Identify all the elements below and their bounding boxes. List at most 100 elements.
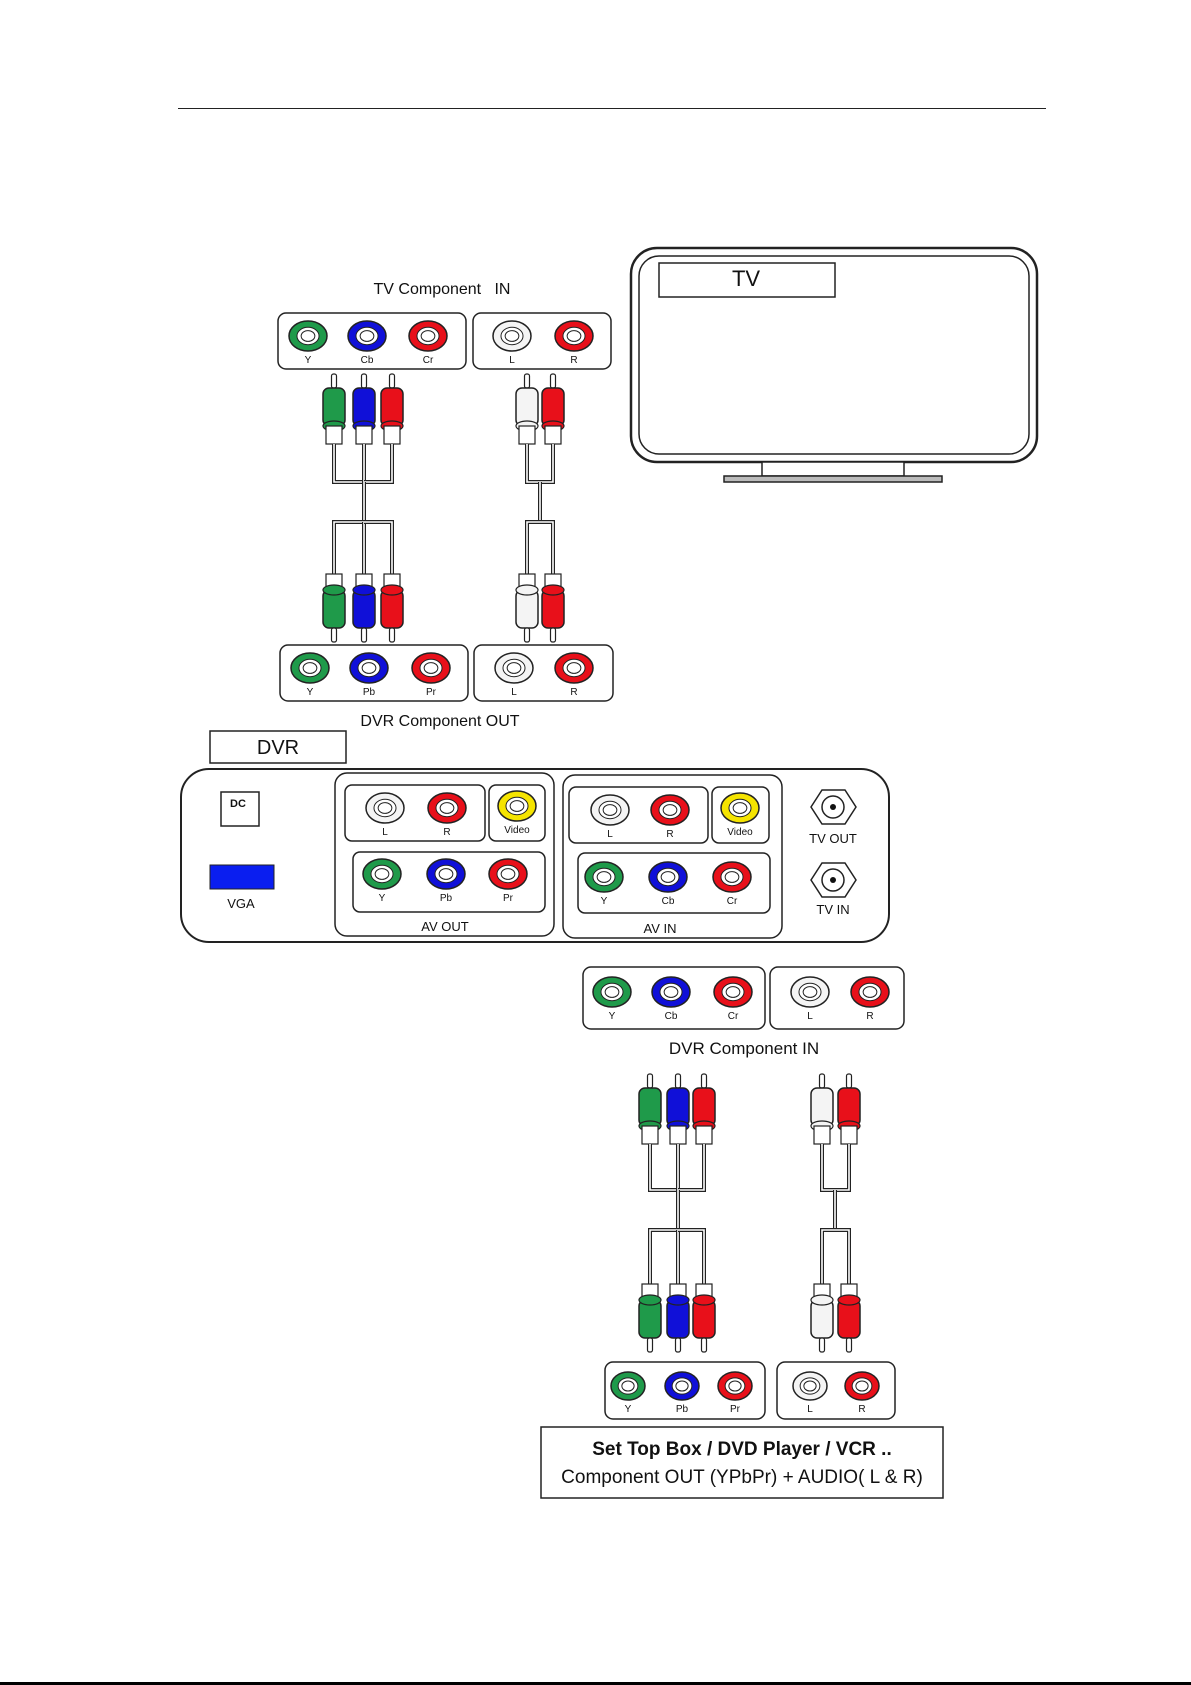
- dvr-in-cr-jack-label: Cr: [728, 1011, 739, 1022]
- dvr-out-pb-jack[interactable]: [350, 653, 388, 683]
- av-in-audio-l-jack[interactable]: [591, 795, 629, 825]
- dvr-in-audio-r-jack-label: R: [866, 1011, 873, 1022]
- video2-top-0-plug: [639, 1074, 661, 1144]
- av-out-y-jack-label: Y: [379, 893, 386, 904]
- audio2-bottom-1-plug: [838, 1284, 860, 1352]
- component-cable-set-1: [323, 374, 564, 642]
- source-device-title: Set Top Box / DVD Player / VCR ..: [592, 1439, 892, 1460]
- vga-port[interactable]: [210, 865, 274, 889]
- source-audio-l-jack[interactable]: [793, 1372, 827, 1400]
- audio1-bottom-1-plug: [542, 574, 564, 642]
- av-out-audio-l-jack[interactable]: [366, 793, 404, 823]
- dvr-component-in-panel: Y Cb Cr L R: [583, 967, 904, 1029]
- component-cable-set-2: [639, 1074, 860, 1352]
- av-out-video-jack-label: Video: [504, 825, 530, 836]
- video1-top-0-plug: [323, 374, 345, 444]
- vga-label: VGA: [227, 896, 255, 911]
- tv-stand-neck: [762, 462, 904, 476]
- source-y-jack[interactable]: [611, 1372, 645, 1400]
- tv-in-cr-jack-label: Cr: [423, 355, 434, 366]
- tv-label: TV: [732, 266, 760, 291]
- dvr-component-out-label: DVR Component OUT: [360, 713, 519, 730]
- tv-in-audio-l-jack-label: L: [509, 355, 515, 366]
- tv-in-cb-jack[interactable]: [348, 321, 386, 351]
- source-pr-jack[interactable]: [718, 1372, 752, 1400]
- av-in-cb-jack-label: Cb: [662, 896, 675, 907]
- av-out-audio-l-jack-label: L: [382, 827, 388, 838]
- dvr-in-audio-r-jack[interactable]: [851, 977, 889, 1007]
- tv-component-in-label: TV Component IN: [374, 281, 511, 298]
- audio1-top-0-plug: [516, 374, 538, 444]
- av-out-audio-r-jack[interactable]: [428, 793, 466, 823]
- dvr-in-audio-l-jack[interactable]: [791, 977, 829, 1007]
- source-audio-l-jack-label: L: [807, 1404, 813, 1415]
- dvr-in-cb-jack-label: Cb: [665, 1011, 678, 1022]
- video2-bottom-2-plug: [693, 1284, 715, 1352]
- dvr-out-pr-jack-label: Pr: [426, 687, 437, 698]
- video2-bottom-1-plug: [667, 1284, 689, 1352]
- dvr-in-cr-jack[interactable]: [714, 977, 752, 1007]
- dvr-out-y-jack[interactable]: [291, 653, 329, 683]
- video2-top-1-plug: [667, 1074, 689, 1144]
- dvr-out-audio-l-jack-label: L: [511, 687, 517, 698]
- dvr-in-y-jack[interactable]: [593, 977, 631, 1007]
- av-out-y-jack[interactable]: [363, 859, 401, 889]
- source-audio-r-jack-label: R: [858, 1404, 865, 1415]
- av-out-label: AV OUT: [421, 919, 468, 934]
- dvr-in-cb-jack[interactable]: [652, 977, 690, 1007]
- audio1-bottom-0-plug: [516, 574, 538, 642]
- tv-in-y-jack[interactable]: [289, 321, 327, 351]
- dvr-out-audio-r-jack[interactable]: [555, 653, 593, 683]
- av-out-video-jack[interactable]: [498, 791, 536, 821]
- source-device-subtitle: Component OUT (YPbPr) + AUDIO( L & R): [561, 1467, 923, 1488]
- av-in-video-jack[interactable]: [721, 793, 759, 823]
- av-in-y-jack-label: Y: [601, 896, 608, 907]
- source-pr-jack-label: Pr: [730, 1404, 741, 1415]
- tv-illustration: TV: [631, 248, 1037, 482]
- av-out-pb-jack-label: Pb: [440, 893, 453, 904]
- video1-bottom-0-plug: [323, 574, 345, 642]
- source-device-box: Set Top Box / DVD Player / VCR .. Compon…: [541, 1427, 943, 1498]
- tv-in-cr-jack[interactable]: [409, 321, 447, 351]
- av-in-audio-r-jack-label: R: [666, 829, 673, 840]
- av-out-audio-r-jack-label: R: [443, 827, 450, 838]
- dc-label: DC: [230, 798, 246, 810]
- tv-in-label: TV IN: [816, 902, 849, 917]
- av-in-y-jack[interactable]: [585, 862, 623, 892]
- source-pb-jack-label: Pb: [676, 1404, 689, 1415]
- dvr-label: DVR: [257, 737, 299, 759]
- av-in-cr-jack-label: Cr: [727, 896, 738, 907]
- dvr-in-audio-l-jack-label: L: [807, 1011, 813, 1022]
- av-in-audio-l-jack-label: L: [607, 829, 613, 840]
- video1-top-2-plug: [381, 374, 403, 444]
- av-out-pr-jack-label: Pr: [503, 893, 514, 904]
- audio1-top-1-plug: [542, 374, 564, 444]
- dvr-out-pr-jack[interactable]: [412, 653, 450, 683]
- audio2-top-1-plug: [838, 1074, 860, 1144]
- av-in-label: AV IN: [644, 921, 677, 936]
- av-out-pr-jack[interactable]: [489, 859, 527, 889]
- source-component-out-panel: Y Pb Pr L R: [605, 1362, 895, 1419]
- av-out-pb-jack[interactable]: [427, 859, 465, 889]
- source-audio-r-jack[interactable]: [845, 1372, 879, 1400]
- tv-in-cb-jack-label: Cb: [361, 355, 374, 366]
- av-in-cr-jack[interactable]: [713, 862, 751, 892]
- tv-out-label: TV OUT: [809, 831, 857, 846]
- source-y-jack-label: Y: [625, 1404, 632, 1415]
- audio2-bottom-0-plug: [811, 1284, 833, 1352]
- source-pb-jack[interactable]: [665, 1372, 699, 1400]
- av-in-cb-jack[interactable]: [649, 862, 687, 892]
- audio2-top-0-plug: [811, 1074, 833, 1144]
- av-in-audio-r-jack[interactable]: [651, 795, 689, 825]
- dvr-component-out-panel: YPbPrLR: [280, 645, 613, 701]
- tv-in-audio-r-jack[interactable]: [555, 321, 593, 351]
- tv-in-audio-l-jack[interactable]: [493, 321, 531, 351]
- dvr-out-audio-l-jack[interactable]: [495, 653, 533, 683]
- dvr-in-y-jack-label: Y: [609, 1011, 616, 1022]
- tv-in-y-jack-label: Y: [305, 355, 312, 366]
- video1-bottom-2-plug: [381, 574, 403, 642]
- video1-top-1-plug: [353, 374, 375, 444]
